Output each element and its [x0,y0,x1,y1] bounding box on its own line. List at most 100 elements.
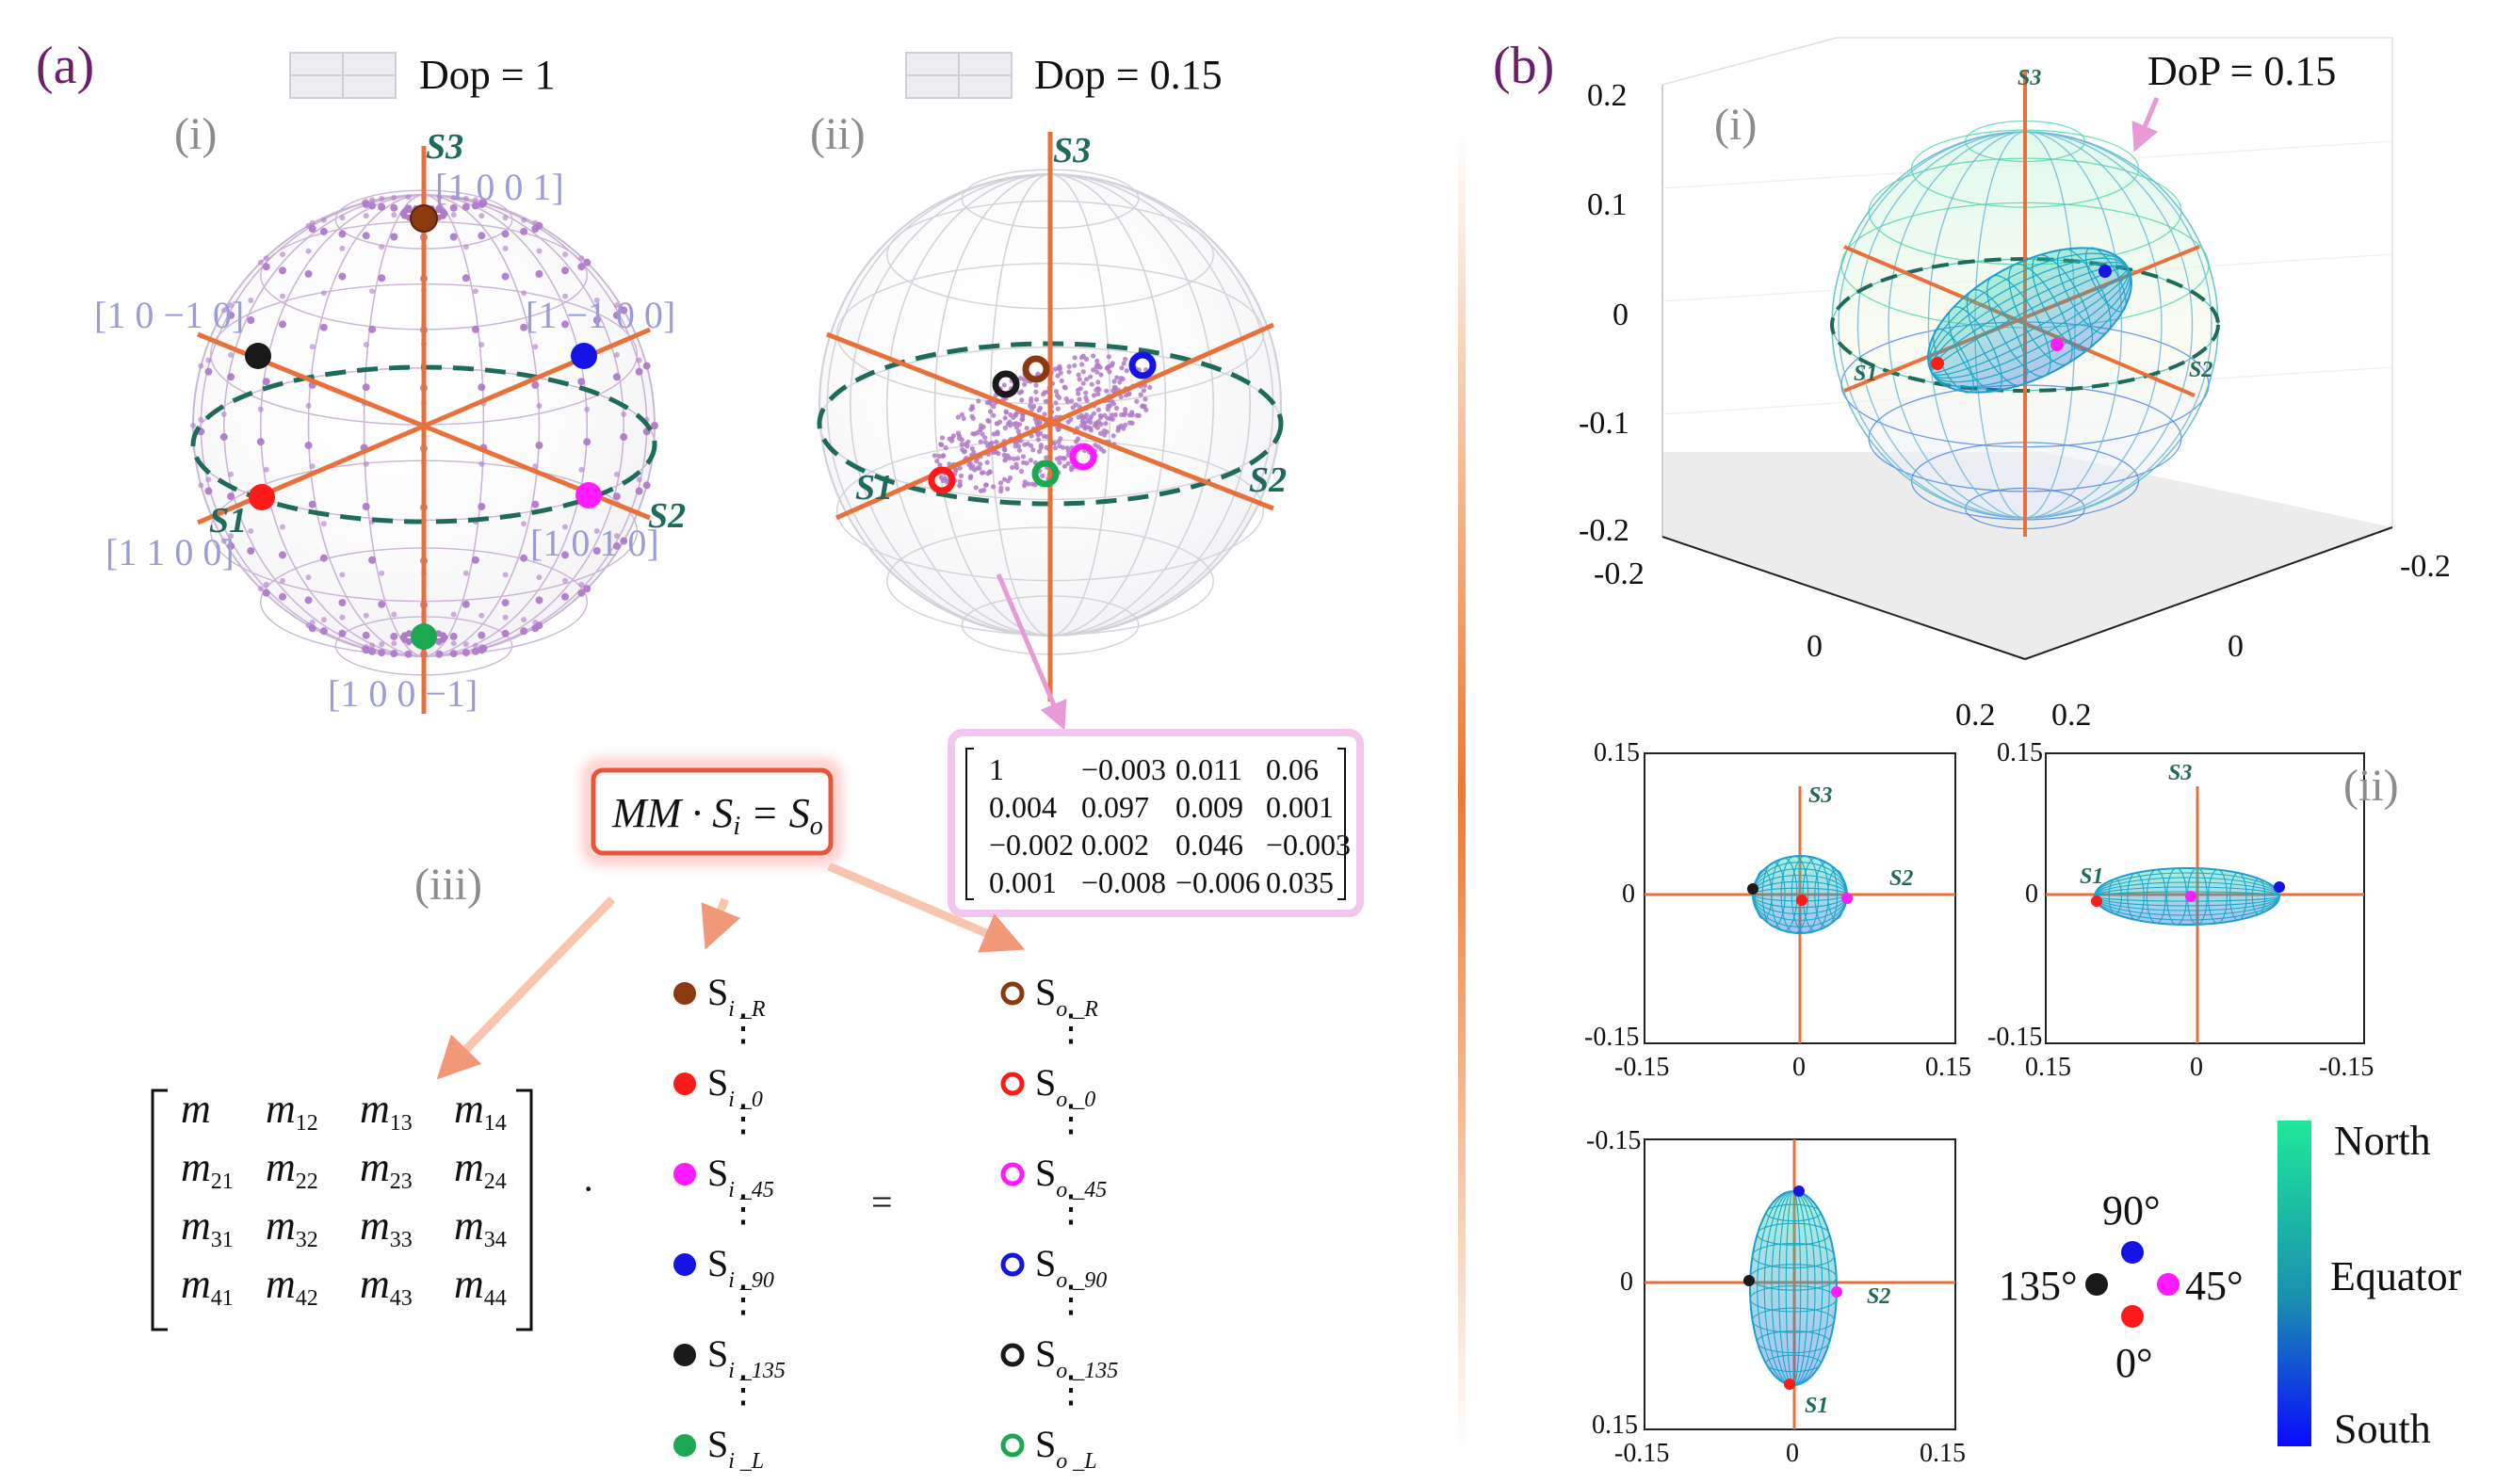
point-r [410,204,438,233]
mueller-cell: m33 [360,1202,413,1252]
ellipsoid-point [1083,390,1089,395]
ellipsoid-point [1072,363,1078,368]
sphere-point [308,500,316,508]
mueller-cell: m44 [454,1261,507,1311]
sphere-point [280,251,285,258]
ellipsoid-point [997,480,1004,486]
mueller-cell: m21 [181,1144,234,1194]
sphere-point [478,644,485,650]
ellipsoid-point [1080,380,1086,386]
y-axis-line [2024,526,2393,660]
ellipsoid-point [1058,436,1063,442]
e3d-point-0 [1931,357,1944,370]
sphere-point [501,599,510,607]
ellipsoid-point [1040,473,1045,478]
ellipsoid-point [1002,447,1008,453]
sphere-point [338,599,347,607]
ellipsoid-point [1065,448,1071,454]
ellipsoid-point [1089,381,1094,387]
proj-s2s3: S3 S2 0.15 0 -0.15 -0.15 0 0.15 [1584,738,1971,1082]
sphere-point [612,311,621,319]
sphere-point [339,245,346,251]
sphere-point [532,620,539,625]
sphere-point [362,232,370,240]
ellipsoid-point [1072,355,1078,361]
arrow-eq-to-inputs [701,897,741,950]
out-point-l [1031,460,1060,488]
z-tick-4: -0.2 [1579,513,1629,548]
out-point-r [1022,355,1050,383]
sphere-point [501,230,510,238]
ellipsoid-point [958,473,964,478]
stokes-marker [1000,1343,1025,1367]
sphere-point [304,269,313,278]
ellipsoid-point [1098,414,1104,420]
ellipsoid-point [1091,411,1096,416]
ellipsoid-point [940,453,946,459]
mueller-cell: m14 [454,1086,507,1136]
sphere-ii-label: (ii) [810,109,866,159]
sphere-point [205,476,212,483]
ellipsis-dots: ⋮ [724,1368,762,1411]
sphere-point [391,611,397,618]
ellipsoid-point [1057,460,1062,465]
vector-r: [1 0 0 1] [435,166,564,208]
stokes-marker [673,1344,696,1366]
ellipsoid-point [1038,444,1044,450]
ellipsoid-grid-line [1791,855,1820,934]
mueller-cell: m42 [266,1261,318,1311]
sphere-point [379,641,385,648]
mueller-cell: m23 [360,1144,413,1194]
ellipsis-dots: ⋮ [724,1278,762,1320]
stokes-marker [673,1163,696,1186]
stokes-marker [1000,1433,1025,1458]
ellipsoid-point [1013,465,1020,471]
legend-0: 0° [2115,1340,2153,1386]
ellipsoid-point [1066,369,1072,375]
ellipsoid-point [1007,455,1013,461]
ellipsoid-point [1097,430,1104,436]
sphere-point [320,521,327,527]
stokes-marker [1000,1162,1025,1186]
stokes-label: Si _0 [707,1061,763,1112]
ellipsoid-point [1094,363,1100,368]
sphere-point [204,487,213,495]
sphere-point [362,383,370,392]
ellipsoid-point [939,435,946,441]
ellipsoid-grid-line [2108,878,2122,915]
mueller-cell: m12 [266,1086,318,1136]
sphere-point [520,227,528,235]
sphere-i-s3-label: S3 [426,127,463,167]
stokes-label: So _45 [1035,1152,1107,1202]
sphere-point [561,551,569,559]
ellipsoid-point [1022,381,1028,387]
sphere-point [369,288,376,295]
mueller-cell: m22 [266,1144,318,1194]
proj1-xtick-1: 0 [1792,1053,1806,1082]
sphere-point [535,269,543,278]
sphere-point [391,640,397,647]
ellipsoid-point [1002,425,1008,431]
ellipsoid-point [1065,460,1071,466]
ellipsoid-point [973,485,979,491]
stokes-marker [1000,1072,1025,1096]
ellipsoid-point [985,471,991,476]
matrix-cell: 0.009 [1175,790,1243,824]
mueller-cell: m24 [454,1144,507,1194]
sphere-point [562,577,568,584]
matrix-cell: 0.035 [1266,865,1334,899]
ellipsoid-point [1112,385,1118,391]
ellipsoid-point [1041,433,1046,439]
sphere-point [257,406,264,412]
sphere-point [363,342,369,347]
point-90 [571,343,597,369]
sphere-point [390,203,398,212]
ellipsoid-point [985,417,991,424]
stokes-marker [1000,1252,1025,1277]
ellipsoid-point [1044,444,1049,450]
ellipsoid-grid-line [2057,248,2112,334]
sphere-ii-s1-label: S1 [855,468,893,508]
ellipsoid-point [957,478,963,484]
sphere-point [338,629,347,637]
